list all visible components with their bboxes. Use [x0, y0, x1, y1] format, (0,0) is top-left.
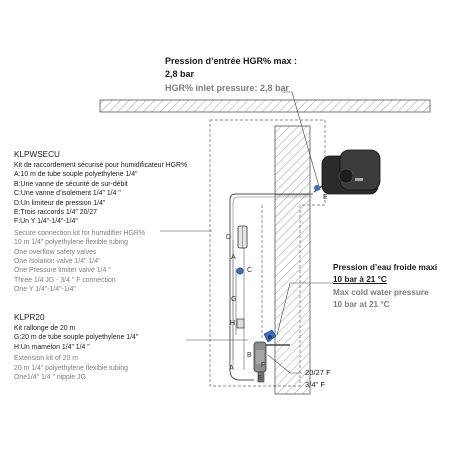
- supply-tube-inner: [232, 196, 312, 368]
- cabinet-outline: [209, 119, 326, 387]
- inlet-pressure-leader: [282, 91, 321, 191]
- kit-ext-en-line: 20 m 1/4" polyethylene flexible tubing: [14, 364, 128, 372]
- supply-tube: [229, 193, 313, 381]
- label-c: C: [247, 267, 253, 274]
- label-e-upper: E: [323, 194, 328, 201]
- kit-ext-fr-list: Kit rallonge de 20 m G:20 m de tube soup…: [14, 324, 138, 352]
- nipple: [236, 318, 245, 329]
- kit-ext-fr-line: Kit rallonge de 20 m: [14, 325, 76, 332]
- kit-ext-en-line: Extension kit of 20 m: [14, 355, 78, 363]
- kit-ext-en-line: One1/4" 1/4 " nipple JG: [14, 374, 86, 382]
- kit-main-en-line: One Pressure limiter valve 1/4 ": [14, 267, 111, 275]
- label-d: D: [226, 234, 232, 241]
- label-a-lower: A: [229, 365, 234, 372]
- unit-inlet-fitting: [314, 185, 320, 191]
- kit-main-fr-line: D:Un limiteur de pression 1/4": [14, 199, 106, 207]
- kit-main-en-line: One Isolation valve 1/4" 1/4": [14, 258, 101, 266]
- humidifier-unit: [321, 149, 381, 195]
- inlet-pressure-title-fr: Pression d’entrée HGR% max :: [165, 56, 298, 66]
- kit-ext-en-list: Extension kit of 20 m 20 m 1/4" polyethy…: [14, 354, 138, 382]
- kit-main-block: KLPWSECU Kit de raccordement sécurisé po…: [14, 150, 187, 295]
- kit-ext-code: KLPR20: [14, 313, 45, 322]
- kit-ext-fr-line: H:Un mamelon 1/4" 1/4 ": [14, 343, 90, 351]
- thread-size-en: 3/4" F: [305, 380, 326, 389]
- label-a-upper: A: [231, 254, 236, 261]
- label-h: H: [230, 320, 236, 327]
- kit-main-en-line: 10 m 1/4" polyethylene flexible tubing: [14, 239, 128, 247]
- kit-main-fr-list: Kit de raccordement sécurisé pour humidi…: [14, 161, 187, 227]
- inlet-pressure-en: HGR% inlet pressure: 2,8 bar: [165, 83, 290, 93]
- wall: [274, 125, 311, 395]
- kit-ext-fr-line: G:20 m de tube souple polyethylene 1/4": [14, 334, 139, 342]
- thread-size-fr: 20/27 F: [305, 368, 331, 377]
- kit-main-fr-line: B:Une vanne de sécurité de sur-débit: [14, 180, 128, 188]
- cold-water-value-fr: 10 bar à 21 °C: [333, 275, 387, 284]
- kit-main-en-line: One overflow safety valves: [14, 248, 97, 256]
- cold-water-title-fr: Pression d’eau froide maxi: [333, 263, 438, 272]
- kit-ext-block: KLPR20 Kit rallonge de 20 m G:20 m de tu…: [14, 313, 138, 382]
- kit-main-en-list: Secure connection kit for humidifier HGR…: [14, 229, 187, 295]
- label-f: F: [261, 362, 266, 369]
- kit-main-fr-line: C:Une vanne d’isolement 1/4" 1/4 ": [14, 190, 121, 198]
- kit-main-fr-line: Kit de raccordement sécurisé pour humidi…: [14, 162, 188, 169]
- inlet-pressure-value-fr: 2,8 bar: [165, 69, 195, 79]
- ceiling-slab: [99, 99, 431, 113]
- kit-main-en-line: One Y 1/4"-1/4"-1/4": [14, 286, 76, 294]
- label-e-lower: E: [258, 375, 263, 382]
- cold-water-leader: [276, 282, 335, 336]
- label-g: G: [231, 296, 237, 303]
- thread-leader: [267, 354, 302, 374]
- label-b: B: [247, 352, 252, 359]
- cold-water-title-en: Max cold water pressure: [333, 288, 429, 297]
- kit-main-fr-line: E:Trois raccords 1/4" 20/27: [14, 209, 98, 217]
- kit-main-en-line: Secure connection kit for humidifier HGR…: [14, 229, 145, 237]
- kit-main-fr-line: A:10 m de tube souple polyethylene 1/4": [14, 171, 138, 179]
- isolation-valve: [236, 267, 244, 275]
- kit-main-code: KLPWSECU: [14, 150, 60, 159]
- valve-cluster: [253, 329, 277, 383]
- cold-water-value-en: 10 bar at 21 °C: [333, 300, 390, 309]
- kit-main-fr-line: F:Un Y 1/4"-1/4"-1/4": [14, 218, 78, 226]
- kit-main-en-line: Three 1/4 JG - 3/4 " F connection: [14, 276, 116, 284]
